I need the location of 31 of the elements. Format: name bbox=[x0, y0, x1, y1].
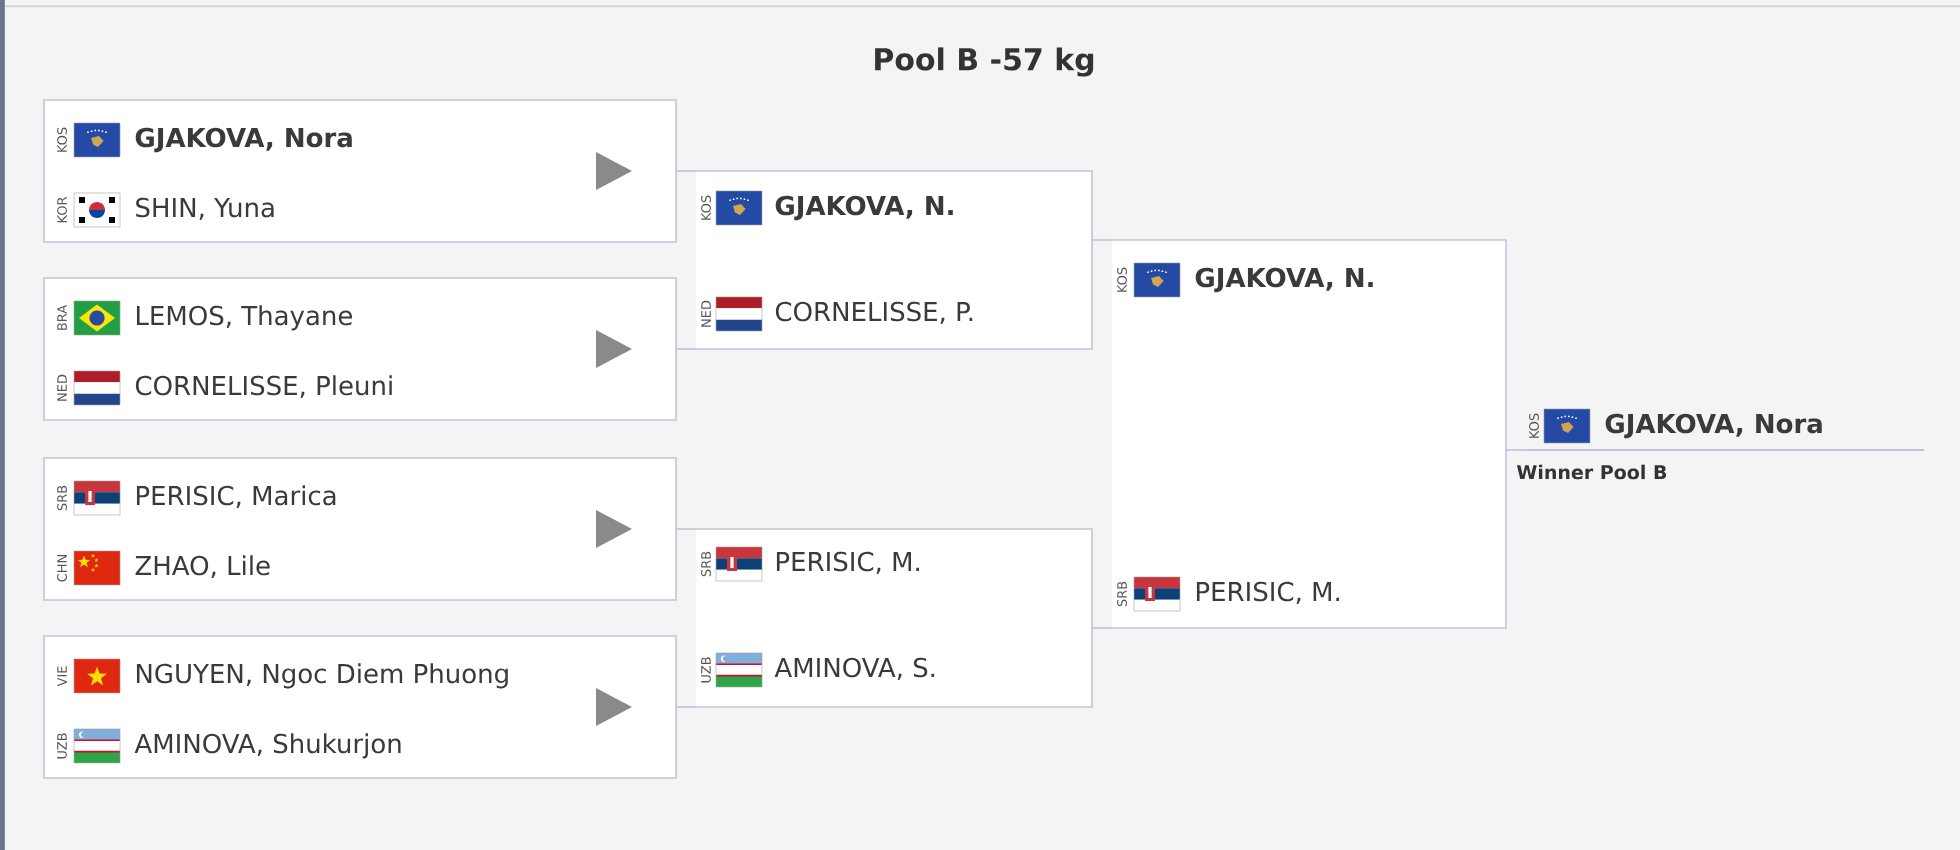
athlete-name: GJAKOVA, N. bbox=[1195, 267, 1373, 293]
connector-line bbox=[675, 348, 697, 350]
match-box bbox=[695, 170, 1093, 350]
connector-line bbox=[675, 528, 697, 530]
athlete-name: ZHAO, Lile bbox=[135, 555, 270, 578]
athlete-name: LEMOS, Thayane bbox=[136, 305, 352, 331]
athlete-name: AMINOVA, S. bbox=[774, 657, 935, 680]
athlete-name: PERISIC, M. bbox=[1196, 581, 1339, 604]
title: Pool B -57 kg bbox=[875, 47, 1094, 77]
connector-line bbox=[1505, 449, 1527, 451]
athlete-name: GJAKOVA, Nora bbox=[1605, 413, 1822, 439]
match-box bbox=[43, 99, 677, 243]
athlete-name: PERISIC, M. bbox=[776, 551, 919, 574]
match-box bbox=[43, 457, 677, 601]
athlete-name: CORNELISSE, Pleuni bbox=[135, 375, 392, 398]
connector-line bbox=[675, 706, 697, 708]
athlete-name: CORNELISSE, P. bbox=[775, 301, 973, 324]
match-box bbox=[1111, 239, 1507, 629]
connector-line bbox=[1091, 239, 1113, 241]
athlete-name: GJAKOVA, Nora bbox=[135, 127, 352, 153]
athlete-name: AMINOVA, Shukurjon bbox=[134, 733, 401, 759]
athlete-name: NGUYEN, Ngoc Diem Phuong bbox=[136, 663, 508, 689]
connector-line bbox=[675, 170, 697, 172]
connector-line bbox=[1091, 627, 1113, 629]
node-label: Winner Pool B bbox=[1516, 464, 1667, 480]
athlete-name: PERISIC, Marica bbox=[136, 485, 336, 508]
match-box bbox=[43, 277, 677, 421]
athlete-name: SHIN, Yuna bbox=[136, 197, 274, 220]
match-box bbox=[43, 635, 677, 779]
athlete-name: GJAKOVA, N. bbox=[775, 195, 953, 221]
match-box bbox=[695, 528, 1093, 708]
